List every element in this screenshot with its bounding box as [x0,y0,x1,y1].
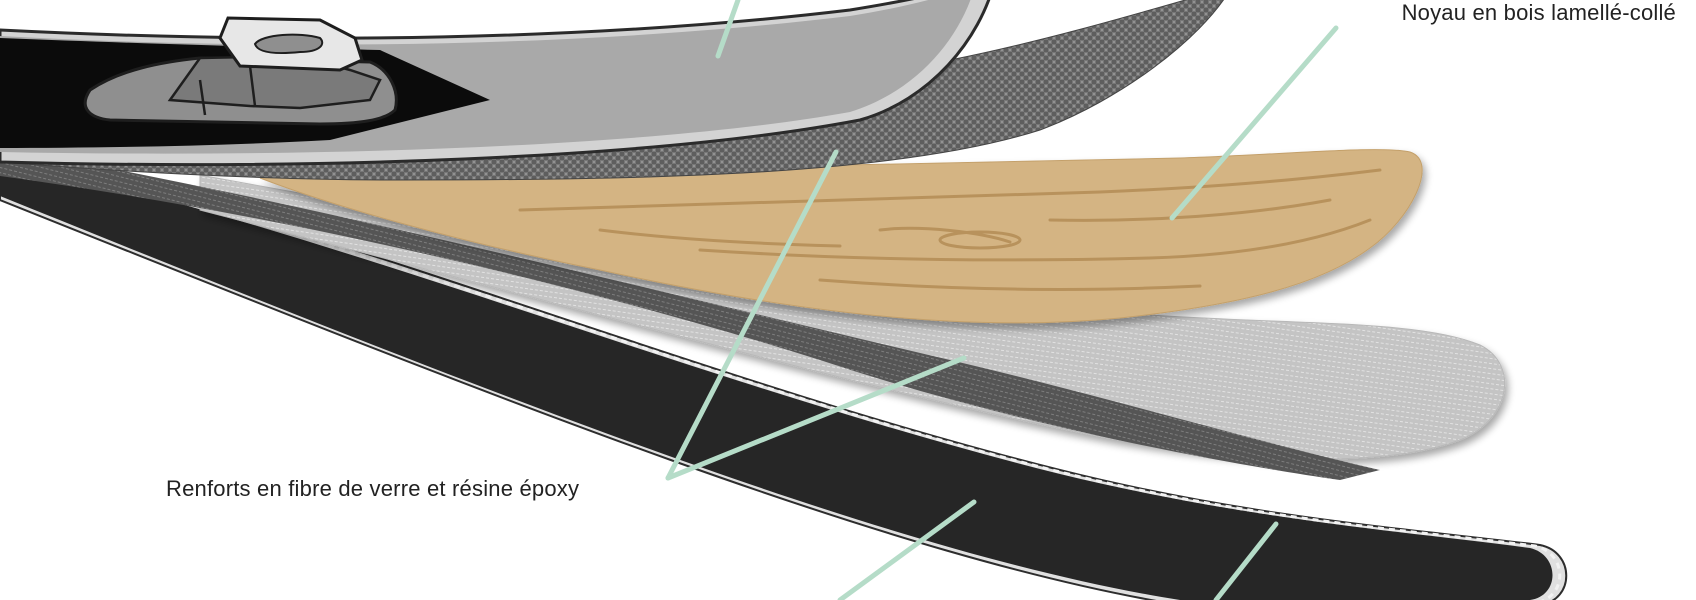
leader-line-core [1169,25,1339,221]
leader-line-edge [837,499,977,600]
steel-edge [0,148,1568,600]
base-sole [0,158,1553,600]
label-fiberglass-reinforcement: Renforts en fibre de verre et résine épo… [166,476,580,501]
fiberglass-dark-layer [0,148,1380,480]
leader-line-topsheet [715,0,741,59]
leader-line-base [1213,521,1279,600]
label-wood-core: Noyau en bois lamellé-collé [1401,0,1676,25]
binding-strut [248,65,257,107]
binding [83,16,398,126]
steel-edge-dashes [0,152,1562,600]
base-layer [0,148,1568,600]
leader-lines [665,0,1339,600]
wood-core-layer [259,149,1423,324]
wood-grain [518,168,1382,291]
wood-core [259,149,1423,324]
binding-strut [198,79,207,116]
binding-window [253,33,324,54]
leader-line-fiberglass-upper [665,149,839,481]
leader-line-fiberglass-lower [665,355,967,481]
